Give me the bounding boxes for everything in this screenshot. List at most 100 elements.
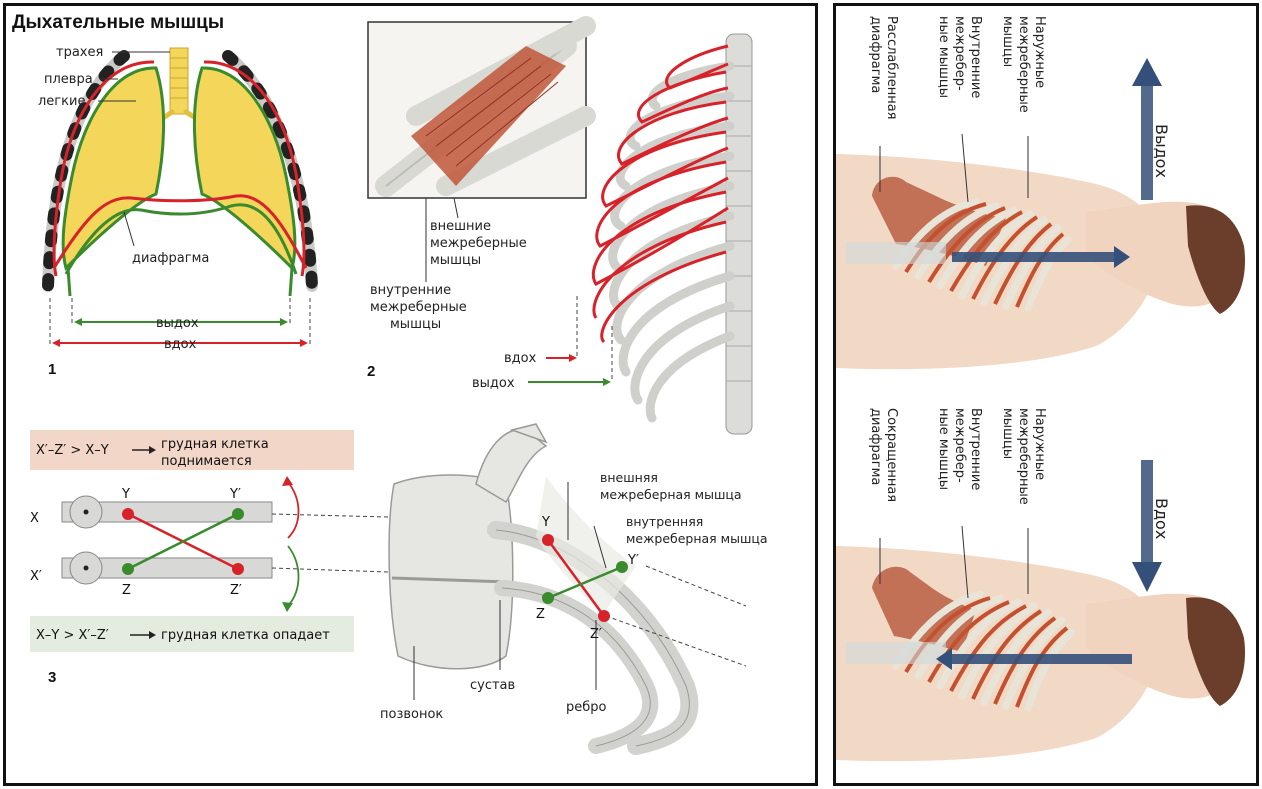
rib-line-red [546, 539, 606, 617]
rib-line-green [547, 565, 623, 600]
rib-point-yp [616, 561, 628, 573]
right-pleura [203, 60, 306, 277]
top-external-label-2: межреберные [1016, 16, 1031, 113]
label-x: X [30, 511, 39, 526]
green-motion-arc [287, 545, 300, 607]
diaphragm-exhale-line [52, 194, 308, 269]
fig1-thorax: трахея плевра легкие диафрагма выдох вдо… [38, 45, 318, 378]
rib-label: ребро [566, 700, 607, 715]
rule-top-text-1: грудная клетка [161, 437, 269, 452]
rule-bottom-box [30, 616, 354, 652]
exhale-figure: Выдох Наружные межреберные мышцы Внутрен… [836, 16, 1245, 370]
top-external-label-1: Наружные [1032, 16, 1047, 88]
intercostal-membrane [536, 476, 636, 616]
internal-muscles-label-3: мышцы [390, 317, 441, 332]
inset-muscle-fibers [425, 57, 559, 167]
rib-point-y [542, 534, 554, 546]
exhale-up-arrowhead [1132, 58, 1162, 86]
lungs-label: легкие [38, 94, 85, 109]
pivot-xp [83, 565, 89, 571]
external-muscles-label-2: межреберные [430, 236, 527, 251]
right-rib-segments [222, 50, 318, 292]
diaphragm-leader [123, 211, 135, 247]
rib-label-y: Y [541, 515, 550, 530]
exhale-spine [846, 242, 946, 264]
diaphragm-inhale-line [64, 203, 298, 275]
fig2-ribcage: внешние межреберные мышцы внутренние меж… [367, 16, 753, 435]
label-yp: Y′ [229, 487, 241, 502]
top-diaphragm-label-1: Расслабленная [884, 16, 899, 120]
exhale-horizontal-arrow-shaft [952, 252, 1114, 262]
trachea-label: трахея [56, 45, 103, 60]
fig3-internal-label-1: внутренняя [626, 514, 703, 529]
joint-label: сустав [470, 678, 515, 693]
left-panel: Дыхательные мышцы [3, 3, 818, 786]
exhale-horizontal-arrowhead [1114, 246, 1130, 268]
bottom-internal-label-3: ные мышцы [936, 408, 951, 490]
inhale-label: вдох [164, 337, 197, 352]
inset-external-muscle [411, 46, 566, 186]
bottom-external-label-2: межреберные [1016, 408, 1031, 505]
internal-muscles-label-2: межреберные [370, 300, 467, 315]
inhale-arrowhead-left [52, 339, 60, 347]
fig3-internal-label-2: межреберная мышца [626, 531, 768, 546]
inhale-spine [846, 642, 946, 664]
exhale-hair [1186, 205, 1245, 314]
green-right-leg [288, 267, 294, 297]
label-xp: X′ [30, 569, 42, 584]
bottom-external-label-3: мышцы [1000, 408, 1015, 459]
point-yp [232, 508, 244, 520]
exhale-marker-head [603, 378, 611, 386]
vertebra-label: позвонок [380, 707, 443, 722]
green-motion-head [282, 602, 293, 612]
fig3-external-label-1: внешняя [600, 470, 658, 485]
external-muscles-label-1: внешние [430, 219, 491, 234]
red-ribs [591, 44, 729, 344]
inhale-label: Вдох [1152, 498, 1171, 539]
label-z: Z [122, 583, 131, 598]
axis-line-lower [605, 615, 747, 667]
fig2-inhale-label: вдох [504, 351, 537, 366]
exhale-label: выдох [156, 316, 199, 331]
rib-label-z: Z [536, 607, 545, 622]
vertebra-process [475, 428, 548, 504]
inhale-horizontal-arrow-shaft [952, 654, 1132, 664]
rule-bottom-text: грудная клетка опадает [161, 628, 330, 643]
top-external-label-3: мышцы [1000, 16, 1015, 67]
label-zp: Z′ [230, 583, 242, 598]
bottom-internal-leader [961, 525, 969, 599]
exhale-arrowhead-left [74, 318, 82, 326]
fig2-number: 2 [367, 363, 375, 380]
bottom-external-label-1: Наружные [1032, 408, 1047, 480]
green-left-leg [66, 267, 72, 297]
diaphragm-label: диафрагма [132, 251, 209, 266]
rule-top-formula: X′–Z′ > X–Y [36, 443, 109, 458]
exhale-arrowhead-right [280, 318, 288, 326]
point-z [122, 563, 134, 575]
right-figure: Выдох Наружные межреберные мышцы Внутрен… [836, 6, 1256, 783]
bottom-internal-label-2: межребер- [952, 408, 967, 483]
left-figure: Дыхательные мышцы [12, 12, 768, 755]
bottom-diaphragm-label-1: Сокращенная [884, 408, 899, 502]
page-title: Дыхательные мышцы [12, 12, 224, 33]
top-diaphragm-label-2: диафрагма [868, 16, 883, 93]
vertebra-body [388, 474, 514, 670]
top-internal-label-2: межребер- [952, 16, 967, 91]
exhale-label: Выдох [1152, 124, 1171, 178]
rib-bar-upper [61, 501, 273, 523]
point-zp [232, 563, 244, 575]
inhale-hair [1186, 597, 1245, 706]
top-internal-label-1: Внутренние [968, 16, 983, 98]
external-leader [453, 197, 459, 219]
vertebra-spine-tip [509, 423, 548, 444]
inhale-down-arrowhead [1132, 562, 1162, 592]
internal-muscles-label-1: внутренние [370, 283, 451, 298]
fig3-external-label-2: межреберная мышца [600, 487, 742, 502]
trachea-rings [170, 57, 188, 99]
exhale-up-arrow-shaft [1141, 80, 1153, 200]
fig3-number: 3 [48, 669, 56, 686]
rib-label-yp: Y′ [627, 553, 639, 568]
pleura-label: плевра [44, 72, 93, 87]
top-internal-label-3: ные мышцы [936, 16, 951, 98]
vertebra-disc [391, 576, 509, 584]
